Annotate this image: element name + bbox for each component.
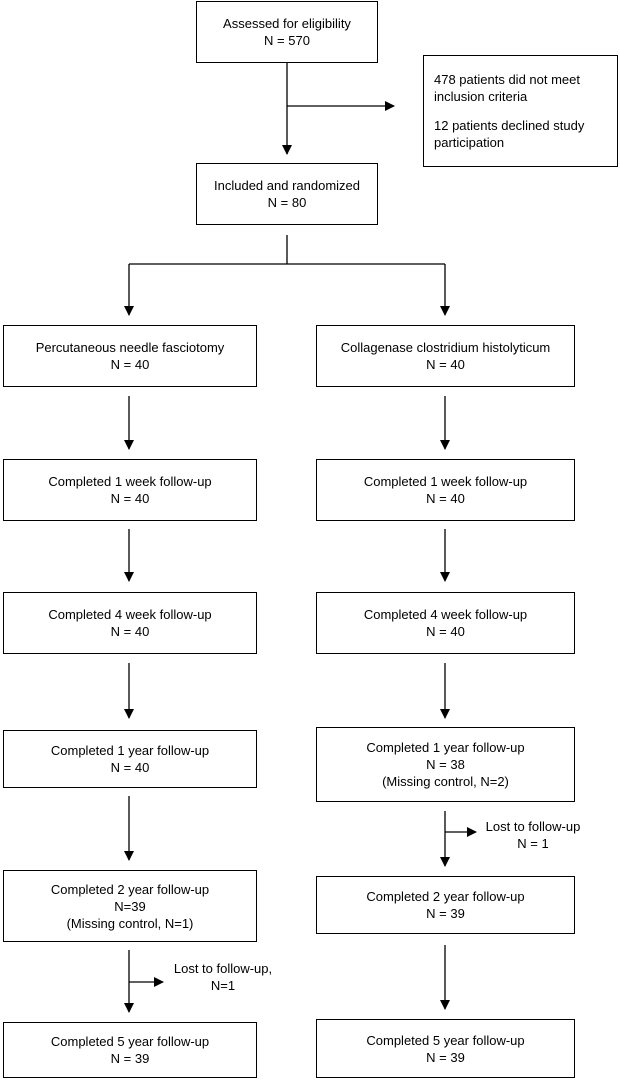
right-year1-note: (Missing control, N=2) <box>382 774 509 789</box>
right-week1-box: Completed 1 week follow-up N = 40 <box>316 459 575 521</box>
left-week4-box: Completed 4 week follow-up N = 40 <box>3 592 257 654</box>
left-year1-count: N = 40 <box>110 760 150 775</box>
left-lost-line-2: N=1 <box>210 978 236 993</box>
left-year2-title: Completed 2 year follow-up <box>50 881 210 897</box>
left-year1-title: Completed 1 year follow-up <box>50 743 210 758</box>
left-lost-line-1: Lost to follow-up, <box>173 961 273 976</box>
right-year5-count: N = 39 <box>426 1049 465 1065</box>
right-year2-count: N = 39 <box>426 906 465 921</box>
left-week4-count: N = 40 <box>110 624 150 639</box>
right-arm-title: Collagenase clostridium histolyticum <box>340 340 551 355</box>
right-year2-title: Completed 2 year follow-up <box>366 889 525 904</box>
right-year1-box: Completed 1 year follow-up N = 38 (Missi… <box>316 727 575 802</box>
right-lost-line-2: N = 1 <box>517 836 549 851</box>
right-year1-title: Completed 1 year follow-up <box>366 740 525 755</box>
excluded-line-1: 478 patients did not meet <box>434 72 580 87</box>
randomized-title: Included and randomized <box>214 178 360 193</box>
right-arm-box: Collagenase clostridium histolyticum N =… <box>316 325 575 387</box>
left-year2-box: Completed 2 year follow-up N=39 (Missing… <box>3 870 257 942</box>
assessed-title: Assessed for eligibility <box>223 16 351 31</box>
left-year2-count: N=39 <box>114 898 146 914</box>
right-week4-title: Completed 4 week follow-up <box>363 607 528 622</box>
left-year5-title: Completed 5 year follow-up <box>50 1034 210 1049</box>
left-arm-count: N = 40 <box>110 357 150 372</box>
left-year1-box: Completed 1 year follow-up N = 40 <box>3 730 257 788</box>
left-year5-count: N = 39 <box>110 1051 150 1066</box>
right-year5-title: Completed 5 year follow-up <box>366 1032 525 1048</box>
right-week1-title: Completed 1 week follow-up <box>363 474 528 489</box>
excluded-line-4: participation <box>434 135 505 150</box>
left-week1-title: Completed 1 week follow-up <box>48 474 212 489</box>
randomized-count: N = 80 <box>267 195 307 210</box>
left-arm-box: Percutaneous needle fasciotomy N = 40 <box>3 325 257 387</box>
assessed-box: Assessed for eligibility N = 570 <box>196 1 378 63</box>
left-week1-count: N = 40 <box>110 491 150 506</box>
right-week4-count: N = 40 <box>426 624 465 639</box>
left-week4-title: Completed 4 week follow-up <box>48 607 212 622</box>
right-arm-count: N = 40 <box>426 357 465 372</box>
right-lost-note: Lost to follow-up N = 1 <box>478 818 588 852</box>
excluded-box: 478 patients did not meet inclusion crit… <box>423 55 618 167</box>
left-year5-box: Completed 5 year follow-up N = 39 <box>3 1022 257 1078</box>
randomized-box: Included and randomized N = 80 <box>196 163 378 225</box>
right-year5-box: Completed 5 year follow-up N = 39 <box>316 1019 575 1078</box>
excluded-line-3: 12 patients declined study <box>434 118 585 133</box>
right-lost-line-1: Lost to follow-up <box>485 819 581 834</box>
right-week4-box: Completed 4 week follow-up N = 40 <box>316 592 575 654</box>
excluded-line-2: inclusion criteria <box>434 89 528 104</box>
right-year1-count: N = 38 <box>426 757 465 772</box>
assessed-count: N = 570 <box>264 33 310 48</box>
left-week1-box: Completed 1 week follow-up N = 40 <box>3 459 257 521</box>
left-year2-note: (Missing control, N=1) <box>66 915 194 931</box>
left-arm-title: Percutaneous needle fasciotomy <box>35 340 225 355</box>
right-year2-box: Completed 2 year follow-up N = 39 <box>316 876 575 934</box>
right-week1-count: N = 40 <box>426 491 465 506</box>
left-lost-note: Lost to follow-up, N=1 <box>168 960 278 994</box>
